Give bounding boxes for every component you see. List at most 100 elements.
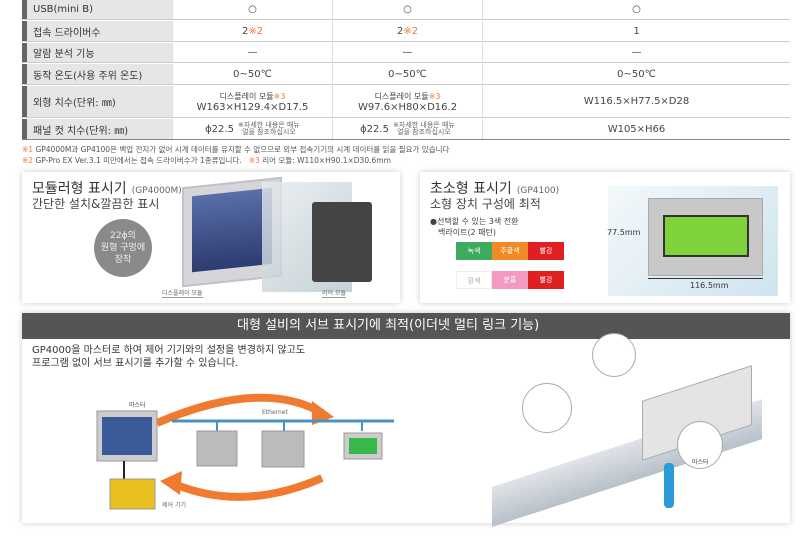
title-text: 초소형 표시기 (430, 181, 512, 197)
desc-line: GP4000을 마스터로 하여 제어 기기와의 설정을 변경하지 않고도 (32, 345, 306, 356)
cell-caption: 디스플레이 모듈 (374, 91, 429, 101)
section-header: 대형 설비의 서브 표시기에 최적(이더넷 멀티 링크 기능) (22, 313, 790, 339)
model-text: (GP4000M) (131, 186, 182, 196)
cell: ○ (172, 0, 332, 19)
worker-figure (664, 463, 674, 508)
rear-module-image (312, 202, 372, 282)
factory-master-label: 마스터 (692, 459, 709, 466)
cell: — (172, 43, 332, 62)
cell: — (332, 43, 482, 62)
note-text: 리어 모듈: W110×H90.1×D30.6mm (262, 156, 391, 165)
cell: — (482, 43, 790, 62)
badge-line: 22ϕ의 (110, 231, 136, 241)
note-text: GP4000M과 GP4100은 백업 전지가 없어 시계 데이터를 유지할 수… (35, 145, 450, 154)
cell: ϕ22.5 ※자세한 내용은 매뉴얼을 참조하십시오 (332, 119, 482, 139)
cell-note: ※자세한 내용은 매뉴얼을 참조하십시오 (393, 121, 455, 136)
cell-value: 2 (396, 25, 404, 37)
title-text: 모듈러형 표시기 (32, 181, 127, 197)
zoom-bubble (592, 333, 636, 377)
compact-display-panel: 초소형 표시기 (GP4100) 소형 장치 구성에 최적 ●선택할 수 있는 … (420, 172, 790, 303)
panel-subtitle: 소형 장치 구성에 최적 (430, 197, 541, 211)
color-chip: 녹색 (456, 242, 492, 260)
controller-image (109, 478, 156, 510)
arrow-head-icon (312, 401, 334, 425)
cell-value: ϕ22.5 (205, 123, 234, 135)
cell: ○ (482, 0, 790, 19)
height-dimension: 77.5mm (607, 228, 641, 237)
bullet-text: ●선택할 수 있는 3색 전환 (430, 217, 519, 226)
note-text: GP-Pro EX Ver.3.1 미만에서는 접속 드라이버수가 1종류입니다… (35, 156, 242, 165)
cell: 2※2 (332, 21, 482, 41)
network-diagram (96, 393, 394, 510)
cell: 0~50℃ (332, 64, 482, 84)
color-chip: 흰색 (456, 271, 492, 289)
arrow-to-master (170, 474, 324, 501)
cell-note: ※자세한 내용은 매뉴얼을 참조하십시오 (238, 121, 300, 136)
row-label: 알람 분석 기능 (22, 43, 172, 62)
cell-value: W97.6×H80×D16.2 (357, 101, 458, 113)
table-row: 접속 드라이버수 2※2 2※2 1 (22, 21, 790, 42)
cell-caption: 디스플레이 모듈 (219, 91, 274, 101)
sub-display (261, 430, 305, 468)
lcd-screen (663, 215, 749, 257)
screen-image (192, 187, 272, 273)
cell: W105×H66 (482, 119, 790, 139)
arrow-head-icon (160, 471, 182, 495)
cell-value: ϕ22.5 (360, 123, 389, 135)
model-text: (GP4100) (516, 186, 560, 196)
cell: W116.5×H77.5×D28 (482, 86, 790, 117)
note-ref: ※3 (273, 91, 286, 101)
color-chip: 빨강 (528, 271, 564, 289)
cell: 1 (482, 21, 790, 41)
cell: 0~50℃ (482, 64, 790, 84)
table-row: 패널 컷 치수(단위: ㎜) ϕ22.5 ※자세한 내용은 매뉴얼을 참조하십시오… (22, 119, 790, 140)
note-ref: ※2 (248, 25, 264, 37)
cell-value: W163×H129.4×D17.5 (196, 101, 309, 113)
table-row: USB(mini B) ○ ○ ○ (22, 0, 790, 20)
product-photo: 77.5mm 116.5mm (607, 186, 778, 296)
color-chip: 빨강 (528, 242, 564, 260)
zoom-bubble (677, 421, 723, 469)
table-row: 알람 분석 기능 — — — (22, 43, 790, 63)
footnote-2: ※2 GP-Pro EX Ver.3.1 미만에서는 접속 드라이버수가 1종류… (22, 155, 391, 166)
cell: ϕ22.5 ※자세한 내용은 매뉴얼을 참조하십시오 (172, 119, 332, 139)
row-label: 접속 드라이버수 (22, 21, 172, 41)
panel-title: 모듈러형 표시기 (GP4000M) (32, 178, 182, 198)
badge-line: 장착 (114, 255, 132, 265)
cell: ○ (332, 0, 482, 19)
master-label: 마스터 (129, 402, 146, 409)
note-mark: ※2 (22, 156, 34, 165)
gp4100-image (648, 198, 763, 276)
width-dimension: 116.5mm (690, 281, 729, 290)
row-label: USB(mini B) (22, 0, 172, 19)
cell: 0~50℃ (172, 64, 332, 84)
cell: 2※2 (172, 21, 332, 41)
row-label: 외형 치수(단위: ㎜) (22, 86, 172, 117)
note-ref: ※3 (428, 91, 441, 101)
panel-title: 초소형 표시기 (GP4100) (430, 178, 559, 198)
note-mark: ※1 (22, 145, 34, 154)
row-label: 패널 컷 치수(단위: ㎜) (22, 119, 172, 139)
arrow-to-sub (155, 393, 325, 427)
width-dimension-line (648, 278, 763, 279)
color-chip: 주황색 (492, 242, 528, 260)
sub-display (196, 430, 238, 467)
badge-line: 원형 구멍에 (100, 243, 146, 253)
bullet-text: 백라이트(2 패턴) (438, 228, 497, 237)
panel-subtitle: 간단한 설치&깔끔한 표시 (32, 197, 160, 211)
display-module-label: 디스플레이 모듈 (162, 290, 203, 298)
factory-illustration: 마스터 (482, 333, 782, 527)
rear-module-label: 리어 모듈 (322, 290, 346, 298)
row-label: 동작 온도(사용 주위 온도) (22, 64, 172, 84)
ethernet-label: Ethernet (262, 409, 288, 416)
cell-value: 2 (241, 25, 249, 37)
note-mark: ※3 (248, 156, 260, 165)
color-chip: 분홍 (492, 271, 528, 289)
